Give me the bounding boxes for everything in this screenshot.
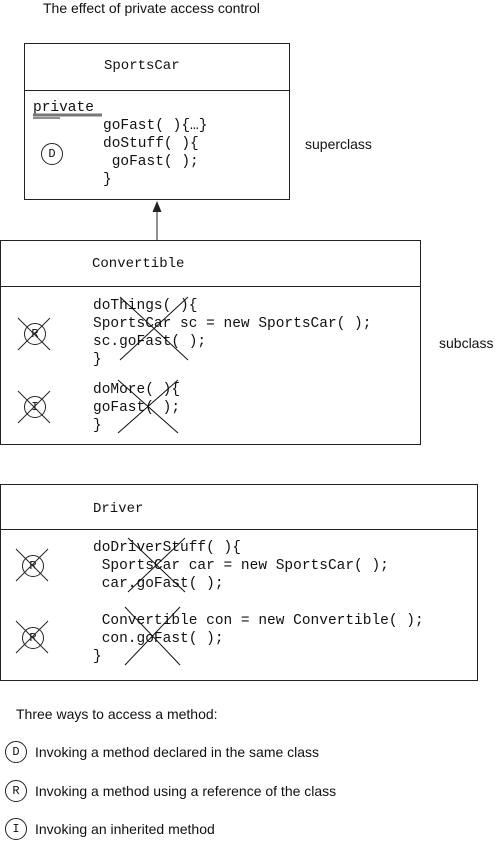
convertible-line-4: } — [93, 352, 102, 368]
driver-line-2: SportsCar car = new SportsCar( ); — [93, 558, 389, 574]
sportscar-header: SportsCar — [25, 44, 289, 91]
sportscar-private-keyword: private — [33, 100, 94, 116]
driver-line-5: Convertible con = new Convertible( ); — [93, 613, 424, 629]
sportscar-class-name: SportsCar — [104, 58, 180, 74]
marker-d-circle: D — [41, 143, 63, 165]
sportscar-line-3: goFast( ); — [103, 154, 199, 170]
driver-header: Driver — [1, 485, 477, 530]
legend-item-text: Invoking a method using a reference of t… — [35, 783, 337, 799]
legend-d-circle: D — [5, 741, 27, 763]
sportscar-line-2: doStuff( ){ — [103, 136, 199, 152]
marker-r-circle: R — [22, 555, 44, 577]
legend-r-circle: R — [5, 780, 27, 802]
convertible-class-name: Convertible — [92, 256, 185, 272]
convertible-class-box: Convertible doThings( ){ SportsCar sc = … — [0, 240, 421, 445]
driver-class-name: Driver — [93, 501, 144, 517]
driver-line-7: } — [93, 649, 102, 665]
legend-heading: Three ways to access a method: — [16, 706, 218, 722]
sportscar-line-1: goFast( ){…} — [103, 118, 208, 134]
convertible-line-6: goFast( ); — [93, 400, 181, 416]
sportscar-class-box: SportsCar private goFast( ){…} doStuff( … — [24, 43, 290, 200]
driver-class-box: Driver doDriverStuff( ){ SportsCar car =… — [0, 484, 478, 681]
driver-line-6: con.goFast( ); — [93, 631, 224, 647]
legend-i-circle: I — [5, 818, 27, 840]
convertible-line-7: } — [93, 418, 102, 434]
marker-r-circle: R — [22, 627, 44, 649]
convertible-line-2: SportsCar sc = new SportsCar( ); — [93, 316, 372, 332]
convertible-line-1: doThings( ){ — [93, 298, 198, 314]
convertible-line-5: doMore( ){ — [93, 382, 181, 398]
subclass-label: subclass — [439, 335, 494, 351]
convertible-header: Convertible — [1, 241, 420, 287]
legend-item-reference: R Invoking a method using a reference of… — [5, 779, 336, 803]
convertible-line-3: sc.goFast( ); — [93, 334, 207, 350]
legend-item-inherited: I Invoking an inherited method — [5, 817, 215, 841]
marker-r-circle: R — [24, 323, 46, 345]
superclass-label: superclass — [305, 136, 372, 152]
marker-i-circle: I — [24, 396, 46, 418]
inheritance-arrowhead — [152, 201, 162, 212]
legend-item-text: Invoking a method declared in the same c… — [35, 744, 320, 760]
driver-line-3: car.goFast( ); — [93, 576, 224, 592]
diagram-title: The effect of private access control — [43, 0, 260, 16]
legend-item-declared: D Invoking a method declared in the same… — [5, 740, 319, 764]
driver-line-1: doDriverStuff( ){ — [93, 540, 241, 556]
sportscar-line-4: } — [103, 172, 112, 188]
legend-item-text: Invoking an inherited method — [35, 821, 215, 837]
